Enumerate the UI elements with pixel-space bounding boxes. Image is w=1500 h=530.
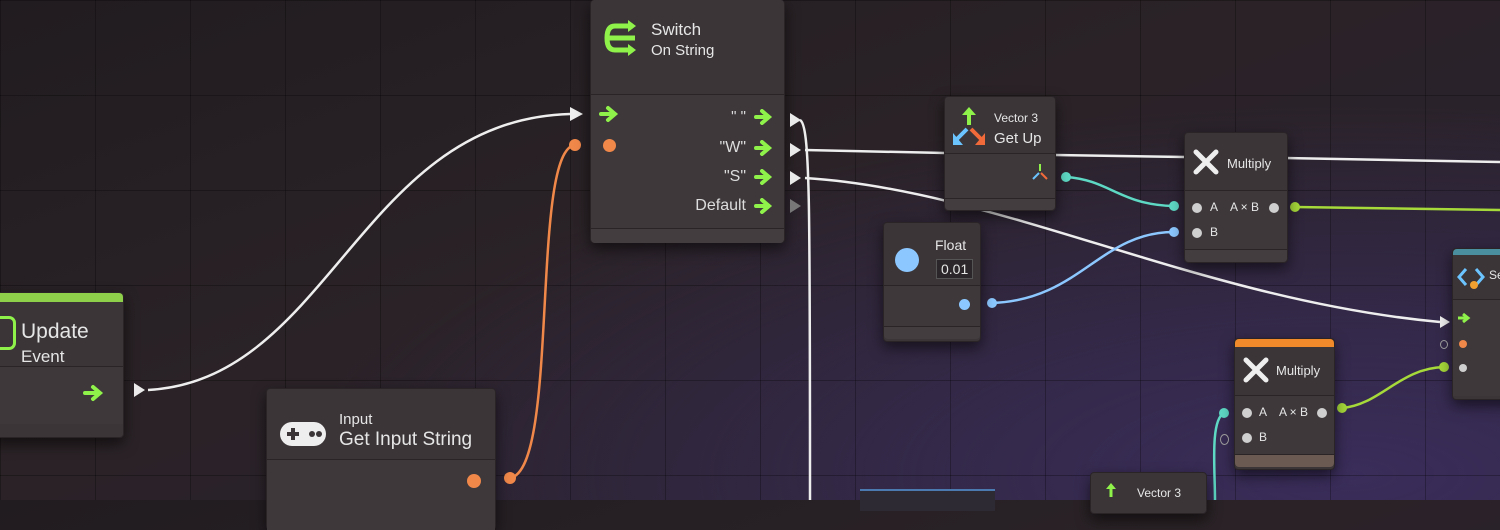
case-flow-arrow-icon[interactable] bbox=[754, 140, 776, 156]
switch-out-port[interactable] bbox=[790, 199, 801, 213]
code-brackets-icon bbox=[1457, 268, 1485, 289]
input-port-b[interactable] bbox=[1192, 228, 1202, 238]
node-subtitle: Get Input String bbox=[339, 429, 473, 450]
string-output-port[interactable] bbox=[467, 474, 481, 488]
wire-float-to-mul bbox=[991, 230, 1175, 305]
node-title: Update bbox=[21, 320, 89, 343]
wire-w-continue bbox=[1054, 153, 1186, 159]
flow-in-arrow-icon[interactable] bbox=[1457, 312, 1473, 324]
node-subtitle: Event bbox=[21, 347, 65, 366]
hollow-port[interactable] bbox=[1440, 340, 1448, 349]
node-header-bar bbox=[1235, 339, 1334, 347]
wire-input-to-switch bbox=[509, 143, 576, 480]
float-value-field[interactable]: 0.01 bbox=[936, 259, 974, 279]
port-label: B bbox=[1210, 225, 1219, 239]
wire-switch-w bbox=[804, 148, 946, 155]
input-port[interactable] bbox=[1459, 364, 1467, 372]
gamepad-icon bbox=[280, 422, 326, 446]
vector-output-icon[interactable] bbox=[1031, 162, 1049, 182]
wire-mul-out bbox=[1294, 205, 1500, 212]
node-header-bar bbox=[1453, 249, 1500, 255]
port-label: B bbox=[1259, 430, 1268, 444]
wire-update-to-switch bbox=[147, 112, 571, 392]
node-title: Se bbox=[1489, 268, 1500, 282]
wire-vec-to-mul bbox=[1065, 175, 1175, 208]
node-footer bbox=[591, 228, 784, 243]
wire-dot bbox=[1061, 172, 1071, 182]
port-label: A bbox=[1259, 405, 1268, 419]
float-output-port[interactable] bbox=[959, 299, 970, 310]
node-title: Switch bbox=[651, 20, 702, 39]
vector-axes-icon bbox=[953, 107, 985, 145]
case-flow-arrow-icon[interactable] bbox=[754, 109, 776, 125]
connection-wires bbox=[147, 107, 1500, 500]
case-label: "S" bbox=[723, 168, 746, 185]
flow-in-arrow-icon bbox=[599, 106, 619, 122]
case-label: "W" bbox=[719, 139, 746, 156]
wire-w-continue-2 bbox=[1284, 156, 1500, 164]
multiply-x-icon bbox=[1193, 149, 1219, 175]
multiply-node-2[interactable]: Multiply A A × B B bbox=[1234, 338, 1335, 470]
node-subtitle: Get Up bbox=[994, 130, 1042, 147]
vector3-get-up-node[interactable]: Vector 3 Get Up bbox=[944, 96, 1056, 211]
node-footer bbox=[884, 326, 980, 339]
flow-out-arrow-icon[interactable] bbox=[83, 383, 109, 403]
update-event-node[interactable]: Update Event bbox=[0, 292, 124, 438]
multiply-node[interactable]: Multiply A A × B B bbox=[1184, 132, 1288, 263]
float-node[interactable]: Float 0.01 bbox=[883, 222, 981, 342]
switch-arrows-icon bbox=[604, 20, 636, 56]
switch-on-string-node[interactable]: Switch On String " " "W" "S" Default bbox=[590, 0, 785, 243]
partial-node-edge bbox=[860, 489, 995, 511]
node-subtitle: On String bbox=[651, 42, 715, 59]
output-port[interactable] bbox=[1269, 203, 1279, 213]
node-footer bbox=[1235, 454, 1334, 467]
node-title: Vector 3 bbox=[994, 111, 1039, 125]
float-circle-icon bbox=[895, 248, 919, 272]
wire-switch-s bbox=[804, 176, 1441, 324]
input-port-a[interactable] bbox=[1192, 203, 1202, 213]
case-label: " " bbox=[731, 108, 746, 125]
node-footer bbox=[1185, 249, 1287, 262]
output-label: A × B bbox=[1230, 200, 1260, 214]
case-flow-arrow-icon[interactable] bbox=[754, 198, 776, 214]
node-title: Multiply bbox=[1227, 156, 1272, 171]
output-port[interactable] bbox=[1317, 408, 1327, 418]
node-header-bar bbox=[0, 293, 123, 302]
hollow-port[interactable] bbox=[1220, 434, 1229, 445]
update-flow-port[interactable] bbox=[134, 383, 145, 397]
node-title: Input bbox=[339, 411, 373, 428]
input-port-a[interactable] bbox=[1242, 408, 1252, 418]
node-title: Multiply bbox=[1276, 363, 1321, 378]
input-port-b[interactable] bbox=[1242, 433, 1252, 443]
vector-axes-icon bbox=[1106, 483, 1116, 497]
set-node-partial[interactable]: Se bbox=[1452, 248, 1500, 400]
node-title: Float bbox=[935, 237, 967, 253]
case-label: Default bbox=[695, 197, 746, 214]
port-label: A bbox=[1210, 200, 1219, 214]
wire-teal-mul2 bbox=[1212, 411, 1225, 500]
input-get-string-node[interactable]: Input Get Input String bbox=[266, 388, 496, 530]
node-footer bbox=[945, 198, 1055, 210]
value-input-port[interactable] bbox=[603, 139, 616, 152]
case-flow-arrow-icon[interactable] bbox=[754, 169, 776, 185]
output-label: A × B bbox=[1279, 405, 1309, 419]
vector3-node-bottom[interactable]: Vector 3 bbox=[1090, 472, 1207, 514]
wire-switch-space-down bbox=[799, 118, 812, 500]
switch-out-port[interactable] bbox=[790, 143, 801, 157]
switch-out-port[interactable] bbox=[790, 171, 801, 185]
switch-out-port[interactable] bbox=[790, 113, 801, 127]
wire-mul2-out bbox=[1341, 365, 1445, 410]
multiply-x-icon bbox=[1243, 357, 1269, 383]
event-icon bbox=[0, 316, 16, 350]
input-port[interactable] bbox=[1459, 340, 1467, 348]
node-title: Vector 3 bbox=[1137, 486, 1182, 500]
